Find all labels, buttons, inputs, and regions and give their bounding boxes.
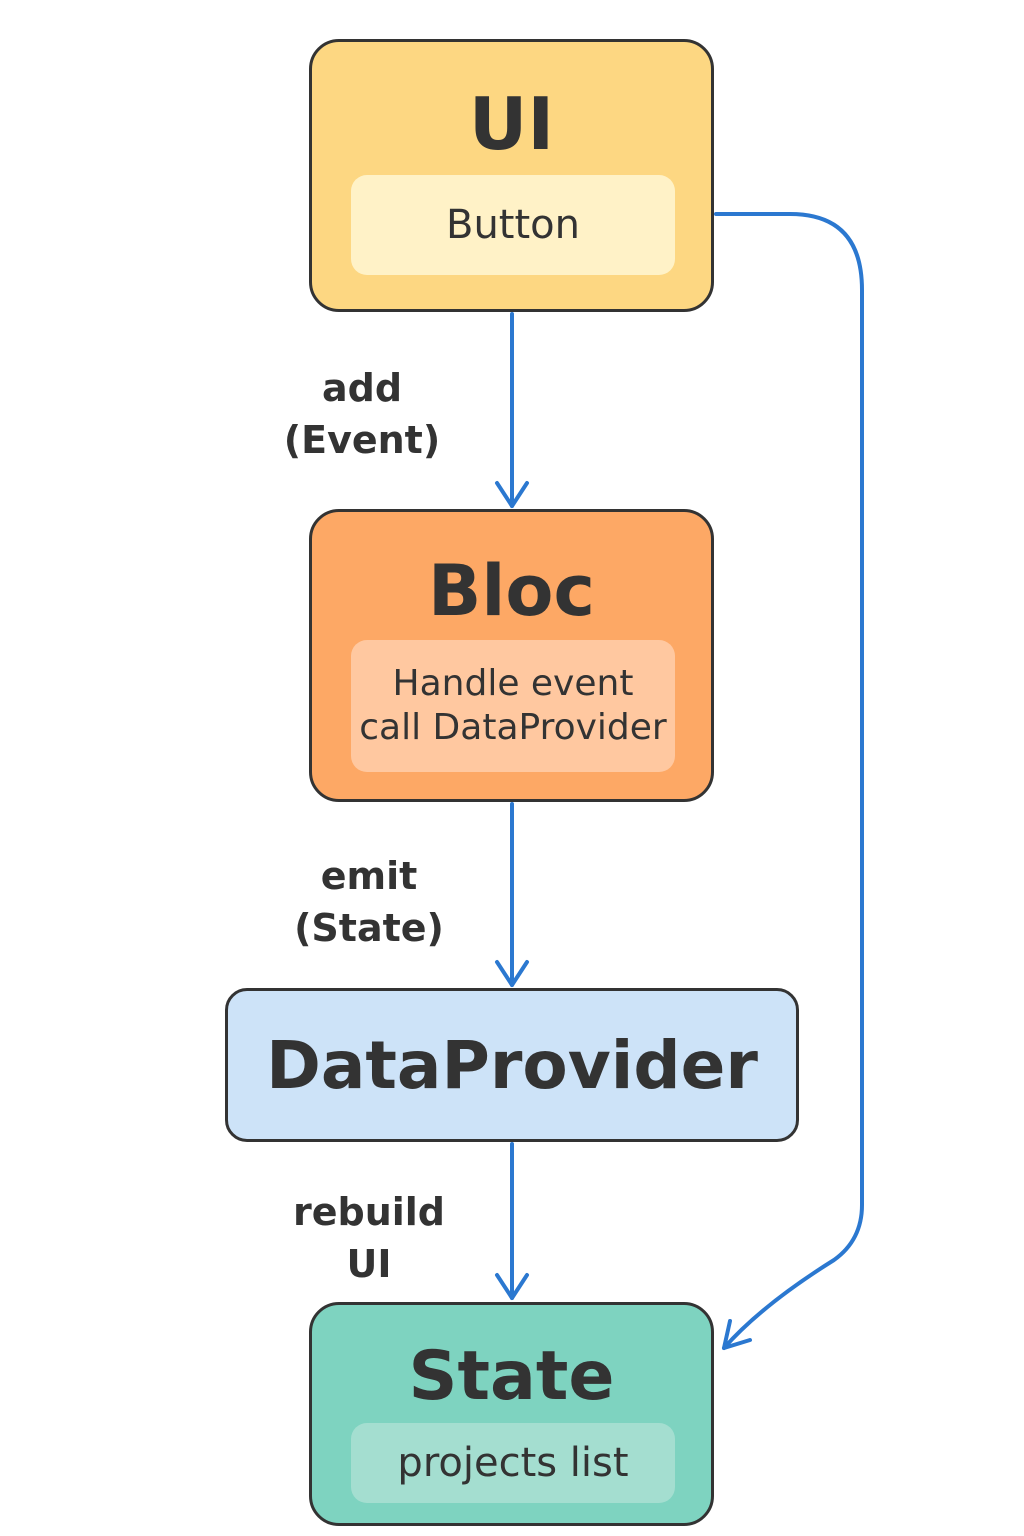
dataprovider-node-title: DataProvider <box>266 1027 758 1104</box>
bloc-node-subbox: Handle event call DataProvider <box>351 640 675 772</box>
edge-label-add-event: add (Event) <box>283 366 441 462</box>
state-node-sub-label: projects list <box>397 1439 629 1486</box>
edge-label-emit-state: emit (State) <box>294 854 444 950</box>
arrowhead-ui-to-state <box>722 1319 752 1350</box>
state-node-subbox: projects list <box>351 1423 675 1503</box>
arrowhead-ui-to-bloc <box>495 481 529 508</box>
ui-node-sub-label: Button <box>446 201 580 248</box>
bloc-node-sub-label: Handle event call DataProvider <box>359 663 667 748</box>
edge-label-rebuild-ui: rebuild UI <box>292 1190 446 1286</box>
arrow-ui-to-state <box>714 212 864 1350</box>
ui-node: UI Button <box>309 39 714 312</box>
ui-node-subbox: Button <box>351 175 675 275</box>
arrowhead-bloc-to-dataprovider <box>495 960 529 987</box>
ui-node-title: UI <box>468 82 555 166</box>
bloc-node-title: Bloc <box>428 550 595 632</box>
dataprovider-node: DataProvider <box>225 988 799 1142</box>
state-node-title: State <box>408 1337 615 1416</box>
arrowhead-dataprovider-to-state <box>495 1273 529 1300</box>
state-node: State projects list <box>309 1302 714 1526</box>
bloc-node: Bloc Handle event call DataProvider <box>309 509 714 802</box>
